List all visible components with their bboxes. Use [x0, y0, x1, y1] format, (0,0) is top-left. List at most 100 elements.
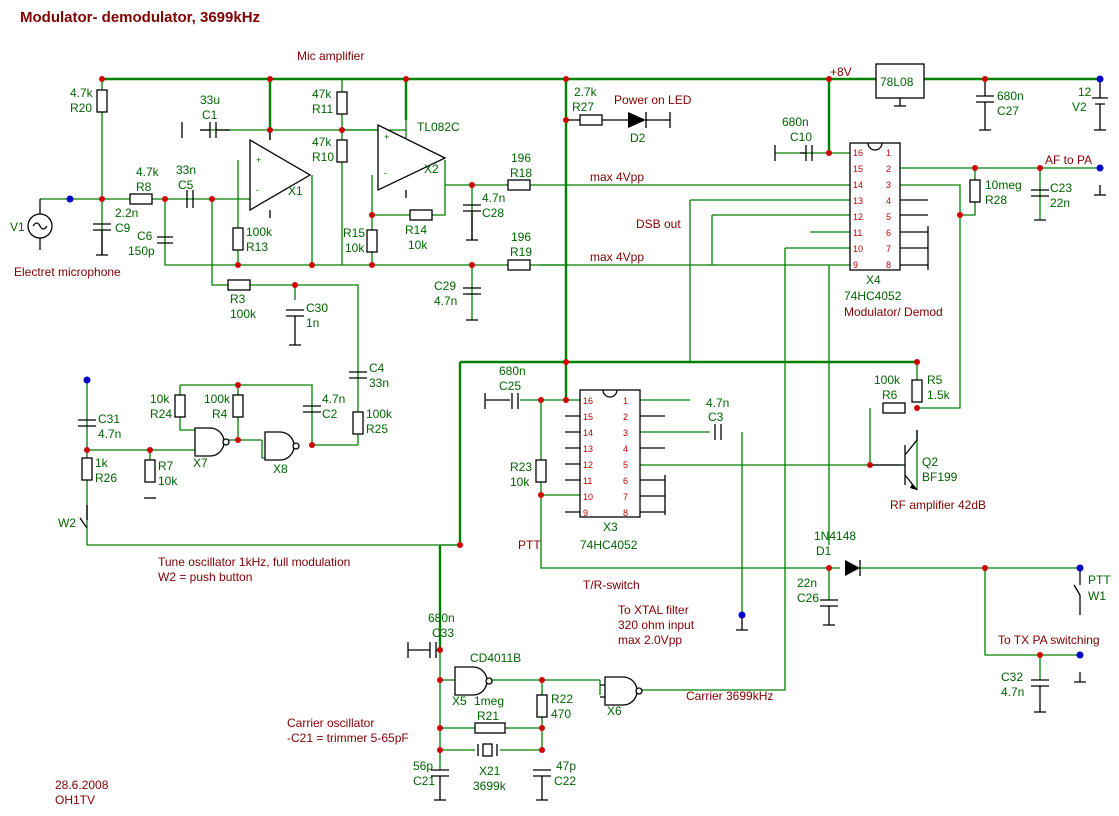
note-dsb-out: DSB out — [636, 217, 681, 231]
x6-nand-icon — [604, 676, 638, 706]
label-q2: Q2 — [922, 455, 938, 469]
label-c29-value: 4.7n — [434, 294, 457, 308]
label-v1: V1 — [10, 220, 25, 234]
pin-label: 7 — [886, 244, 891, 254]
note-mic-amp: Mic amplifier — [297, 49, 364, 63]
label-r14-value: 10k — [408, 238, 428, 252]
label-r23-value: 10k — [510, 475, 530, 489]
label-r15: R15 — [343, 226, 365, 240]
label-c27: C27 — [997, 104, 1019, 118]
label-c2: C2 — [322, 407, 338, 421]
label-r18: R18 — [510, 166, 532, 180]
x7-nand-icon — [194, 427, 225, 457]
label-c33: C33 — [432, 626, 454, 640]
note-ptt: PTT — [518, 538, 541, 552]
pin-label: 7 — [623, 492, 628, 502]
label-r22: R22 — [551, 692, 573, 706]
label-r6-value: 100k — [874, 373, 901, 387]
label-c31-value: 4.7n — [98, 427, 121, 441]
note-electret: Electret microphone — [14, 265, 121, 279]
note-tr-switch: T/R-switch — [583, 578, 640, 592]
label-c29: C29 — [434, 279, 456, 293]
label-c4-value: 33n — [369, 376, 389, 390]
regulator-icon — [875, 63, 925, 99]
pin-label: 6 — [886, 228, 891, 238]
label-r5-value: 1.5k — [927, 388, 951, 402]
pin-label: 9 — [853, 260, 858, 270]
label-r8: R8 — [136, 180, 152, 194]
junctions — [66, 75, 1104, 753]
label-r14: R14 — [405, 223, 427, 237]
label-r21: R21 — [477, 709, 499, 723]
x3-ic-icon — [579, 389, 641, 518]
pin-label: 3 — [886, 180, 891, 190]
note-tune2: W2 = push button — [158, 570, 252, 584]
label-c26: C26 — [797, 591, 819, 605]
label-c9-value: 2.2n — [115, 206, 138, 220]
pin-label: 15 — [583, 412, 593, 422]
note-max2: max 4Vpp — [590, 250, 644, 264]
label-c33-value: 680n — [428, 611, 455, 625]
label-w2: W2 — [58, 516, 76, 530]
pin-label: 6 — [623, 476, 628, 486]
pin-label: 10 — [853, 244, 863, 254]
label-r24-value: 10k — [150, 392, 170, 406]
label-x7: X7 — [193, 456, 208, 470]
label-c1: C1 — [202, 108, 218, 122]
pin-label: 4 — [623, 444, 628, 454]
pin-label: 12 — [853, 212, 863, 222]
pin-label: 13 — [853, 196, 863, 206]
label-ptt-w1: PTT — [1088, 573, 1111, 587]
page-title: Modulator- demodulator, 3699kHz — [20, 9, 260, 26]
x21-crystal-icon — [482, 743, 493, 757]
label-x4-part: 74HC4052 — [844, 289, 902, 303]
x5-nand-icon — [454, 666, 488, 696]
label-r6: R6 — [882, 388, 898, 402]
pin-label: 14 — [853, 180, 863, 190]
note-author: OH1TV — [55, 793, 95, 807]
r8-resistor-icon — [129, 193, 153, 205]
note-max1: max 4Vpp — [590, 170, 644, 184]
label-c25: C25 — [499, 379, 521, 393]
label-d1-part: 1N4148 — [814, 529, 856, 543]
pin-label: 15 — [853, 164, 863, 174]
label-x21: X21 — [479, 764, 501, 778]
label-r5: R5 — [927, 373, 943, 387]
components — [27, 63, 1108, 801]
label-r13-value: 100k — [246, 225, 273, 239]
label-w1: W1 — [1088, 589, 1106, 603]
label-r7-value: 10k — [158, 474, 178, 488]
label-r7: R7 — [158, 459, 174, 473]
pin-label: 16 — [853, 148, 863, 158]
pin-label: 12 — [583, 460, 593, 470]
label-c22-value: 47p — [556, 759, 576, 773]
pin-label: 2 — [623, 412, 628, 422]
pin-label: 4 — [886, 196, 891, 206]
label-x6: X6 — [607, 704, 622, 718]
label-r18-value: 196 — [511, 151, 531, 165]
pin-label: 11 — [853, 228, 862, 238]
label-tl082c: TL082C — [417, 120, 460, 134]
note-8v: +8V — [830, 65, 852, 79]
label-c28-value: 4.7n — [482, 191, 505, 205]
label-c32: C32 — [1001, 670, 1023, 684]
label-r3-value: 100k — [230, 307, 257, 321]
labels: Modulator- demodulator, 3699kHz Mic ampl… — [10, 9, 1111, 807]
label-r13: R13 — [246, 240, 268, 254]
label-r22-value: 470 — [551, 707, 571, 721]
x2-opamp-icon — [377, 123, 447, 192]
note-af-to-pa: AF to PA — [1045, 153, 1092, 167]
label-r3: R3 — [230, 292, 246, 306]
label-q2-part: BF199 — [922, 470, 958, 484]
label-c6-value: 150p — [128, 244, 155, 258]
note-xtal3: max 2.0Vpp — [618, 633, 682, 647]
label-c5-value: 33n — [176, 163, 196, 177]
svg-text:+: + — [384, 132, 389, 142]
pin-label: 13 — [583, 444, 593, 454]
label-r10: R10 — [312, 150, 334, 164]
pin-label: 8 — [886, 260, 891, 270]
label-c23: C23 — [1050, 181, 1072, 195]
